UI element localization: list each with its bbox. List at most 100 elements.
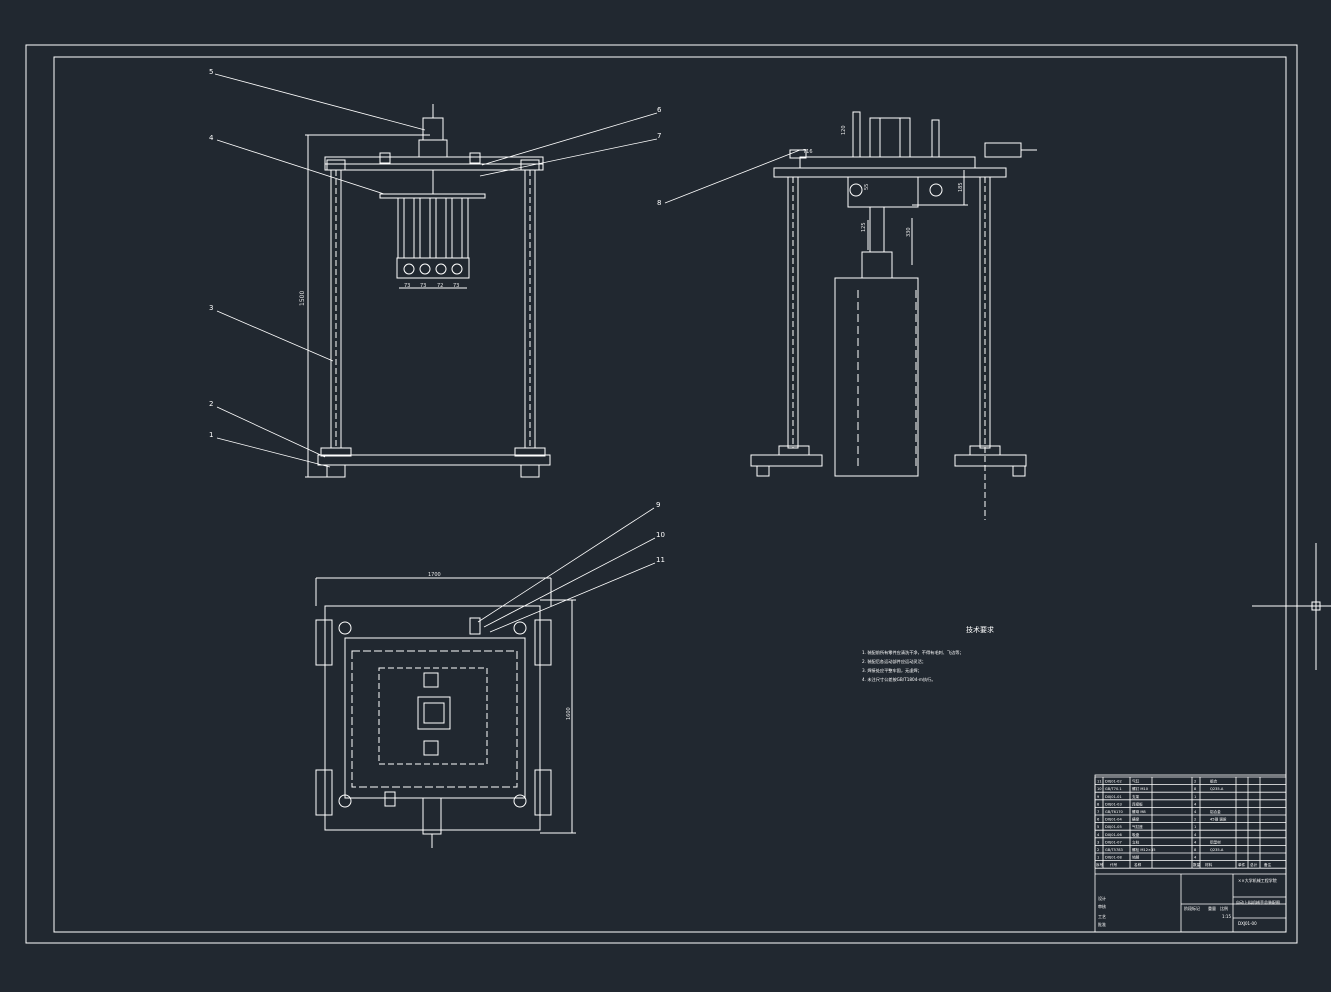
callout-4: 4: [209, 134, 214, 142]
parts-cell-material: 45钢 调质: [1210, 817, 1227, 822]
parts-cell-name: 吸盘: [1132, 832, 1140, 837]
parts-cell-name: 气缸座: [1132, 824, 1143, 829]
parts-cell-code: DXJ01-06: [1105, 833, 1122, 837]
parts-header-cell: 代号: [1110, 862, 1118, 867]
parts-cell-no: 7: [1097, 810, 1099, 814]
process-label: 工艺: [1098, 914, 1106, 919]
dim-front-pitch: 73 73 72 73: [404, 283, 459, 289]
callout-6: 6: [657, 106, 662, 114]
leader-lines: [214, 73, 801, 633]
parts-cell-code: GB/T6170: [1105, 810, 1124, 814]
parts-cell-material: 铝合金: [1210, 809, 1221, 814]
callout-labels: 1 2 3 4 5 6 7 8 9 10 11: [209, 68, 665, 564]
callout-7: 7: [657, 132, 661, 140]
callout-5: 5: [209, 68, 213, 76]
parts-cell-code: DXJ01-05: [1105, 825, 1122, 829]
parts-cell-name: 地脚: [1132, 855, 1140, 860]
drawing-frame: [25, 44, 1298, 944]
parts-header-cell: 序号: [1096, 862, 1104, 867]
dim-front-height: 1500: [299, 291, 306, 306]
notes-item-3: 3. 焊接处应平整牢固，无虚焊；: [862, 667, 922, 674]
parts-cell-qty: 2: [1194, 780, 1196, 784]
callout-8: 8: [657, 199, 661, 207]
parts-cell-material: Q235-A: [1210, 787, 1224, 791]
notes-item-4: 4. 未注尺寸公差按GB/T1804-m执行。: [862, 676, 936, 683]
parts-cell-no: 1: [1097, 856, 1099, 860]
parts-cell-name: 连接板: [1132, 801, 1143, 806]
parts-header-cell: 数量: [1193, 862, 1201, 867]
technical-notes: 技术要求 1. 装配前所有零件应清洗干净，不得有毛刺、飞边等； 2. 装配后各运…: [862, 625, 994, 683]
parts-cell-code: DXJ01-04: [1105, 818, 1122, 822]
drawing-number: DXJ01-00: [1238, 921, 1257, 926]
parts-cell-qty: 4: [1194, 833, 1197, 837]
parts-cell-no: 3: [1097, 840, 1099, 844]
parts-cell-code: DXJ01-08: [1105, 856, 1122, 860]
parts-cell-name: 支架: [1132, 794, 1140, 799]
review-label: 审核: [1098, 903, 1106, 909]
parts-cell-name: 立柱: [1132, 839, 1140, 844]
parts-cell-qty: 2: [1194, 818, 1196, 822]
parts-cell-qty: 4: [1194, 810, 1197, 814]
notes-item-1: 1. 装配前所有零件应清洗干净，不得有毛刺、飞边等；: [862, 649, 964, 656]
parts-cell-qty: 4: [1194, 802, 1197, 806]
drawing-title: 自动上料机械手总装配图: [1236, 899, 1280, 905]
callout-10: 10: [656, 531, 665, 539]
callout-3: 3: [209, 304, 213, 312]
notes-item-2: 2. 装配后各运动部件应运动灵活；: [862, 658, 926, 665]
dim-side-a: 120: [841, 125, 847, 135]
callout-2: 2: [209, 400, 213, 408]
parts-cell-material: 组合: [1210, 779, 1218, 784]
parts-cell-qty: 4: [1194, 840, 1197, 844]
front-view: [305, 104, 551, 478]
title-block-text: ××大学机械工程学院 自动上料机械手总装配图 1:15 DXJ01-00 设计 …: [1098, 877, 1280, 927]
parts-cell-code: DXJ01-07: [1105, 840, 1122, 844]
dim-pitch-2: 73: [420, 283, 426, 289]
parts-cell-name: 螺母 M8: [1132, 809, 1146, 814]
dim-pitch-4: 73: [453, 283, 459, 289]
parts-cell-code: GB/T70.1: [1105, 787, 1122, 791]
callout-9: 9: [656, 501, 660, 509]
dim-side-e: 185: [958, 182, 964, 192]
parts-cell-code: DXJ01-02: [1105, 780, 1122, 784]
parts-cell-no: 4: [1097, 833, 1100, 837]
parts-cell-code: GB/T5783: [1105, 848, 1123, 852]
dim-side-d: 125: [861, 222, 867, 232]
parts-cell-name: 螺栓 M12×35: [1132, 847, 1156, 852]
dim-side-b: 716: [803, 149, 813, 155]
parts-header-cell: 名称: [1134, 862, 1142, 867]
parts-cell-material: 铝型材: [1210, 839, 1221, 844]
parts-cell-code: DXJ01-03: [1105, 802, 1122, 806]
parts-cell-name: 横梁: [1132, 817, 1140, 822]
parts-header-cell: 单件: [1238, 862, 1246, 867]
dim-plan-height: 1600: [566, 707, 572, 720]
parts-cell-qty: 8: [1194, 848, 1197, 852]
cursor-crosshair: [1252, 543, 1331, 670]
parts-cell-code: DXJ01-01: [1105, 795, 1122, 799]
side-view: [750, 111, 1037, 520]
notes-title: 技术要求: [966, 625, 994, 634]
parts-cell-qty: 8: [1194, 787, 1197, 791]
parts-header-cell: 备注: [1264, 862, 1272, 867]
side-view-dims: 120 716 55 125 185 330: [803, 125, 964, 237]
parts-cell-no: 8: [1097, 802, 1100, 806]
parts-header-cell: 材料: [1205, 862, 1213, 867]
dim-side-f: 330: [906, 227, 912, 237]
parts-cell-name: 螺钉 M10: [1132, 786, 1149, 791]
parts-cell-name: 气缸: [1132, 779, 1140, 784]
parts-cell-qty: 1: [1194, 825, 1196, 829]
stage-label: 阶段标记: [1184, 905, 1200, 911]
parts-cell-no: 10: [1097, 787, 1102, 791]
title-block: [1094, 774, 1287, 933]
weight-label: 重量: [1208, 905, 1216, 911]
parts-cell-no: 11: [1097, 780, 1102, 784]
plan-dims: 1700 1600: [428, 572, 572, 720]
scale-label: 比例: [1220, 905, 1228, 911]
parts-cell-qty: 4: [1194, 856, 1197, 860]
dim-plan-width: 1700: [428, 572, 441, 578]
dim-pitch-1: 73: [404, 283, 410, 289]
parts-cell-no: 5: [1097, 825, 1099, 829]
parts-cell-no: 2: [1097, 848, 1099, 852]
suction-rods: [397, 197, 469, 259]
